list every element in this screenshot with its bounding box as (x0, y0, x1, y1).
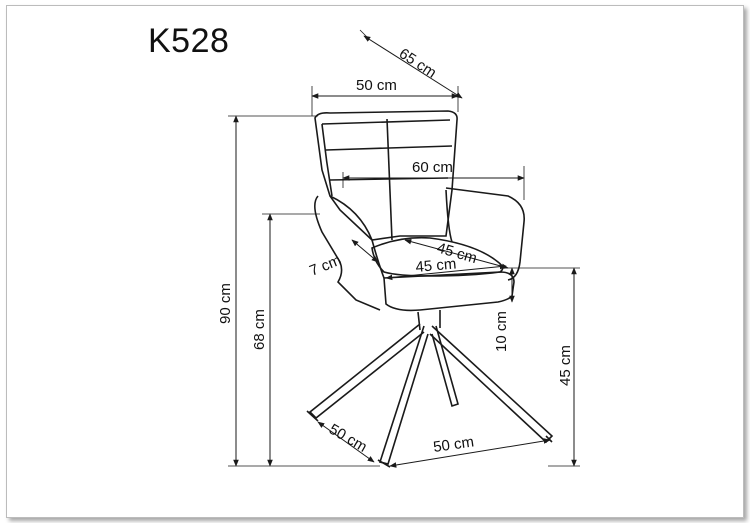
label-base-depth: 50 cm (326, 421, 370, 456)
label-seat-width: 45 cm (415, 255, 457, 275)
label-seat-height: 45 cm (557, 345, 574, 386)
label-back-width: 50 cm (356, 77, 397, 94)
product-code: K528 (148, 22, 230, 60)
label-depth-total: 65 cm (396, 45, 440, 82)
dimension-lines (228, 29, 580, 468)
label-arm-width: 60 cm (412, 159, 453, 176)
label-arm-height: 68 cm (251, 309, 268, 350)
label-arm-offset: 7 cm (307, 252, 344, 280)
label-total-height: 90 cm (217, 283, 234, 324)
label-base-width: 50 cm (432, 433, 475, 456)
label-seat-thickness: 10 cm (493, 311, 510, 352)
